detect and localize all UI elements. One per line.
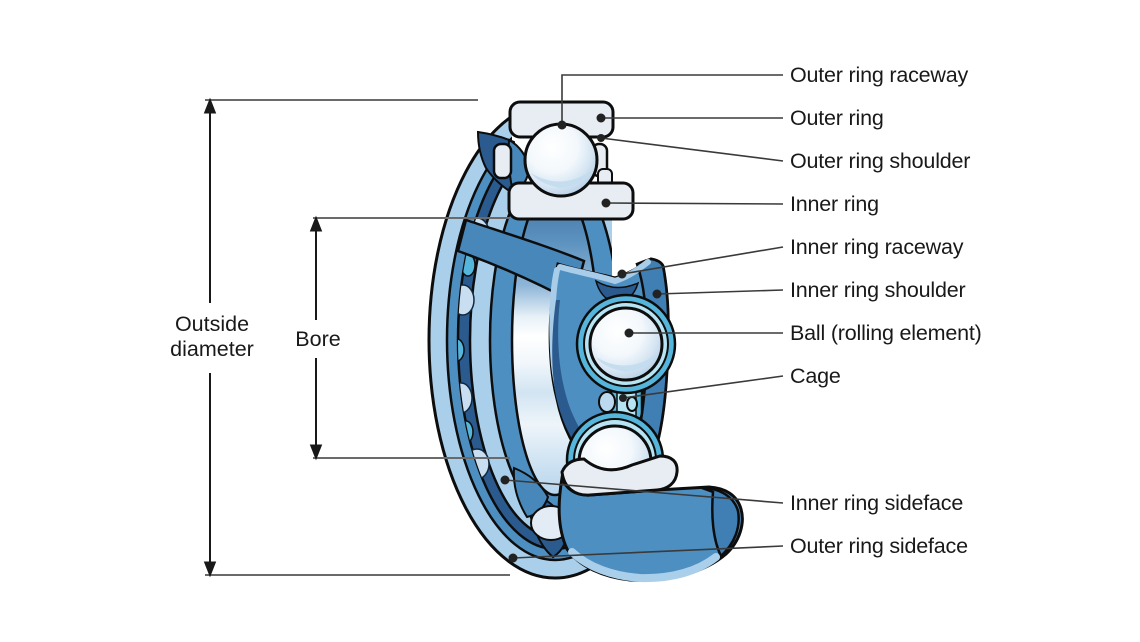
label-outer-ring-sideface: Outer ring sideface (790, 534, 968, 558)
leader-outer-ring-shoulder (600, 137, 784, 162)
label-inner-ring-sideface: Inner ring sideface (790, 491, 964, 515)
cage-rivet (626, 396, 638, 412)
label-ball: Ball (rolling element) (790, 321, 982, 345)
leader-outer-ring-raceway (561, 74, 783, 125)
outside-diameter-dimension (203, 97, 217, 578)
label-bore: Bore (295, 327, 341, 351)
bore-dimension (309, 215, 323, 461)
label-outer-ring: Outer ring (790, 106, 884, 130)
label-outside-diameter: Outside diameter (170, 312, 254, 361)
segment-inner-shadow (552, 300, 602, 464)
outer-ring-lip-cut (492, 142, 513, 180)
ball-glimpse (458, 284, 475, 316)
dimension-lines (203, 97, 510, 578)
bottom-cut-face (560, 454, 679, 497)
leader-inner-ring (605, 202, 784, 205)
arrow-down-icon (203, 561, 217, 578)
label-inner-ring: Inner ring (790, 192, 879, 216)
middle-ball-reflection (596, 355, 656, 372)
label-cage: Cage (790, 364, 841, 388)
label-inner-ring-raceway: Inner ring raceway (790, 235, 964, 259)
bottom-right-end-face (701, 486, 740, 559)
arrow-down-icon (309, 444, 323, 461)
leader-inner-ring-sideface (504, 479, 784, 504)
leader-dots (500, 113, 662, 563)
leader-cage (622, 375, 784, 399)
arrow-up-icon (203, 97, 217, 114)
leader-outer-ring-sideface (512, 545, 784, 559)
cage-glimpse (458, 338, 465, 362)
arrow-up-icon (309, 215, 323, 232)
leader-lines (500, 74, 784, 563)
label-outer-ring-raceway: Outer ring raceway (790, 63, 969, 87)
leader-inner-ring-shoulder (656, 289, 784, 295)
label-outer-ring-shoulder: Outer ring shoulder (790, 149, 971, 173)
bottom-outside-highlight (568, 548, 720, 583)
label-inner-ring-shoulder: Inner ring shoulder (790, 278, 966, 302)
bottom-cut-section (557, 454, 744, 583)
segment-top-rim-highlight (557, 259, 651, 285)
top-ball-reflection (531, 171, 591, 188)
leader-inner-ring-raceway (621, 246, 784, 275)
cage-pocket-tab (598, 391, 616, 413)
